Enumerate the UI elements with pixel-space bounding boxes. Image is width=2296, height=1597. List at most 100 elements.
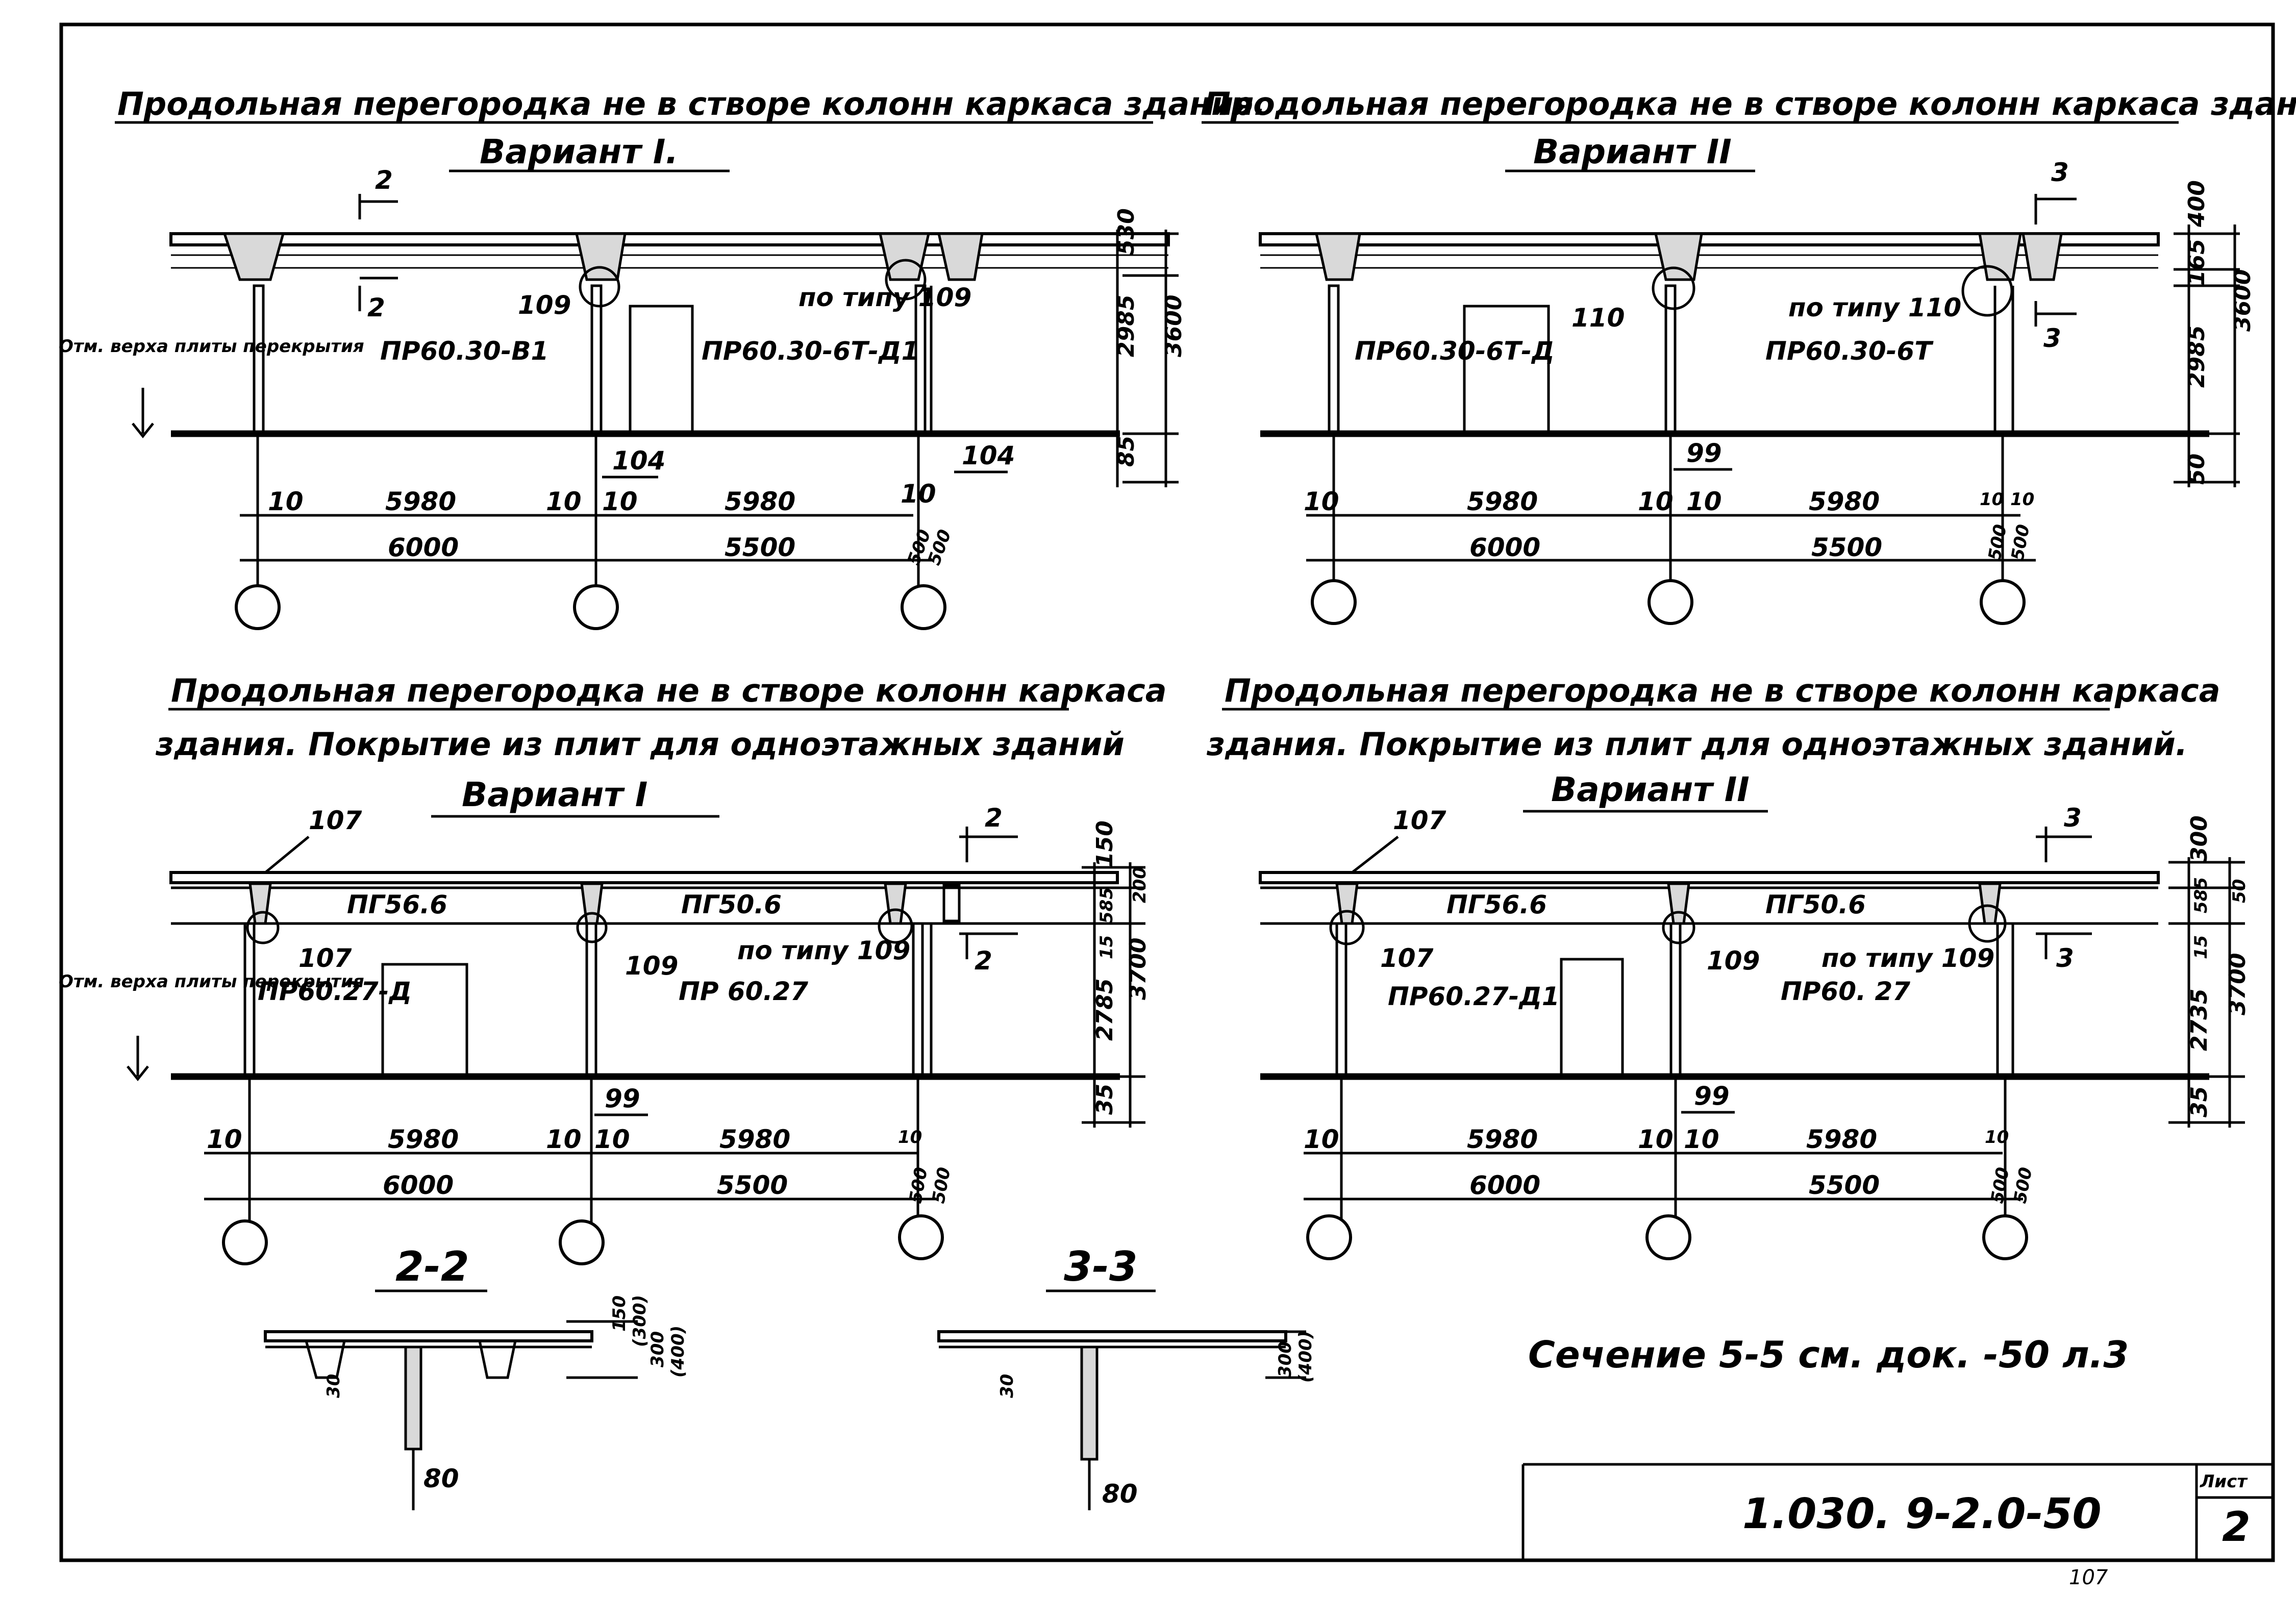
dim-tr-b2: 500: [1984, 523, 2011, 562]
dim-br-b1: 5500: [1809, 1170, 1880, 1200]
axis-bl-2: [559, 1219, 605, 1265]
s22-dim-1: (300): [630, 1295, 650, 1347]
callout-tl-104: 104: [612, 446, 665, 476]
dim-tr-b0: 6000: [1469, 533, 1540, 562]
dim-tr-b3: 500: [2007, 523, 2034, 562]
panel-br-variant: Вариант II: [1551, 770, 1750, 809]
dim-tr-a6: 10: [2010, 489, 2034, 510]
dim-br-a4: 5980: [1806, 1125, 1877, 1154]
part-tl-b: ПР60.30-6Т-Д1: [702, 336, 919, 366]
axis-tr-2: [1648, 579, 1693, 625]
doc-code: 1.030. 9-2.0-50: [1742, 1490, 2102, 1538]
axis-tl-3: [901, 584, 946, 630]
dim-tr-r3: 3600: [2230, 269, 2256, 332]
level-note-bl: Отм. верха плиты перекрытия: [59, 971, 364, 992]
s33-dim-2: 30: [997, 1374, 1017, 1398]
callout-br-left: 107: [1380, 943, 1434, 973]
callout-tr-110b: по типу 110: [1788, 293, 1961, 322]
callout-bl-left: 107: [298, 943, 352, 973]
section-2-2: 2-2 150 (300) 300 (400) 30 80: [264, 1243, 688, 1510]
cut-mark-tl-bottom: 2: [367, 293, 385, 322]
axis-br-3: [1982, 1214, 2028, 1260]
dim-bl-b3: 500: [928, 1166, 955, 1205]
dim-bl-r2: 585: [1096, 887, 1117, 924]
dim-bl-a0: 10: [207, 1125, 242, 1154]
dim-tl-a2: 10: [546, 487, 582, 516]
callout-bl-bottom: 99: [605, 1084, 640, 1113]
panel-bottom-right: Продольная перегородка не в створе колон…: [1206, 672, 2251, 1260]
s33-dim-1: (400): [1295, 1331, 1316, 1383]
dim-br-a1: 5980: [1467, 1125, 1538, 1154]
dim-br-r0: 300: [2186, 815, 2212, 862]
dim-tr-a4: 5980: [1809, 487, 1880, 516]
dim-br-r2: 585: [2191, 877, 2211, 913]
dim-tl-r1: 2985: [1113, 295, 1139, 357]
cut-mark-br-bottom: 3: [2056, 943, 2074, 973]
sheet-frame: [59, 22, 2275, 1562]
dim-br-b0: 6000: [1469, 1170, 1540, 1200]
plate-bl-b: ПГ50.6: [681, 890, 782, 919]
axis-br-2: [1645, 1214, 1691, 1260]
dim-tr-a2: 10: [1638, 487, 1674, 516]
panel-br-title-2: здания. Покрытие из плит для одноэтажных…: [1206, 726, 2187, 763]
dim-br-r4: 15: [2191, 935, 2211, 959]
dim-br-r6: 35: [2186, 1086, 2212, 1117]
dim-tr-r0: 400: [2184, 180, 2210, 228]
dim-br-r1: 50: [2229, 879, 2250, 903]
sheet-label: Лист: [2200, 1471, 2248, 1492]
dim-br-b3: 500: [2010, 1166, 2036, 1205]
callout-tl-109: 109: [518, 290, 571, 320]
panel-tr-title: Продольная перегородка не в створе колон…: [1204, 85, 2296, 122]
s22-dim-2: 300: [647, 1331, 668, 1367]
dim-tr-r4: 50: [2184, 454, 2210, 485]
callout-br-mid: 109: [1707, 946, 1760, 976]
part-tr-a: ПР60.30-6Т-Д: [1355, 336, 1555, 366]
cut-mark-bl-top: 2: [985, 803, 1003, 833]
part-bl-a: ПР60.27-Д: [258, 977, 412, 1006]
dim-bl-r0: 150: [1092, 820, 1118, 867]
callout-tl-109b: по типу 109: [798, 283, 971, 312]
section-3-3: 3-3 300 (400) 30 80: [937, 1243, 1316, 1510]
dim-bl-r6: 35: [1092, 1084, 1118, 1115]
panel-bl-variant: Вариант I: [462, 775, 647, 814]
panel-bottom-left: Продольная перегородка не в створе колон…: [59, 672, 1167, 1265]
callout-tr-99: 99: [1686, 438, 1722, 468]
dim-bl-r4: 2785: [1092, 979, 1118, 1041]
part-br-b: ПР60. 27: [1781, 977, 1910, 1006]
cut-mark-bl-bottom: 2: [975, 946, 992, 976]
dim-tr-a3: 10: [1686, 487, 1722, 516]
sheet-number: 2: [2222, 1503, 2251, 1551]
panel-tr-variant: Вариант II: [1533, 132, 1732, 171]
axis-tr-3: [1980, 579, 2026, 625]
page-number: 107: [2069, 1566, 2108, 1589]
section-note: Сечение 5-5 см. док. -50 л.3: [1528, 1333, 2129, 1376]
cut-mark-tr-bottom: 3: [2043, 323, 2061, 353]
dim-tr-a0: 10: [1304, 487, 1339, 516]
plate-bl-a: ПГ56.6: [347, 890, 447, 919]
panel-br-title-1: Продольная перегородка не в створе колон…: [1225, 672, 2220, 709]
dim-tr-a5: 10: [1980, 489, 2004, 510]
part-tl-a: ПР60.30-В1: [380, 336, 548, 366]
cut-mark-br-top: 3: [2064, 803, 2082, 833]
callout-bl-right: по типу 109: [737, 936, 910, 965]
dim-bl-b1: 5500: [717, 1170, 788, 1200]
dim-bl-a1: 5980: [388, 1125, 459, 1154]
dim-tl-a5: 10: [901, 479, 936, 509]
callout-br-bottom: 99: [1694, 1081, 1730, 1111]
dim-tl-r0: 530: [1113, 208, 1139, 255]
axis-tr-1: [1311, 579, 1357, 625]
panel-tl-variant: Вариант I.: [480, 132, 678, 171]
dim-tl-r3: 85: [1113, 436, 1139, 467]
dim-bl-a3: 10: [594, 1125, 630, 1154]
axis-bl-1: [222, 1219, 268, 1265]
dim-tr-a1: 5980: [1467, 487, 1538, 516]
plate-br-b: ПГ50.6: [1765, 890, 1866, 919]
panel-top-right: Продольная перегородка не в створе колон…: [1202, 85, 2296, 625]
panel-tl-title: Продольная перегородка не в створе колон…: [117, 85, 1266, 122]
part-bl-b: ПР 60.27: [679, 977, 808, 1006]
callout-bl-top: 107: [309, 806, 362, 835]
cut-mark-tl-top: 2: [375, 165, 393, 195]
dim-br-r5: 3700: [2225, 953, 2251, 1015]
panel-top-left: Продольная перегородка не в створе колон…: [59, 85, 1266, 630]
section-3-3-title: 3-3: [1064, 1243, 1138, 1290]
